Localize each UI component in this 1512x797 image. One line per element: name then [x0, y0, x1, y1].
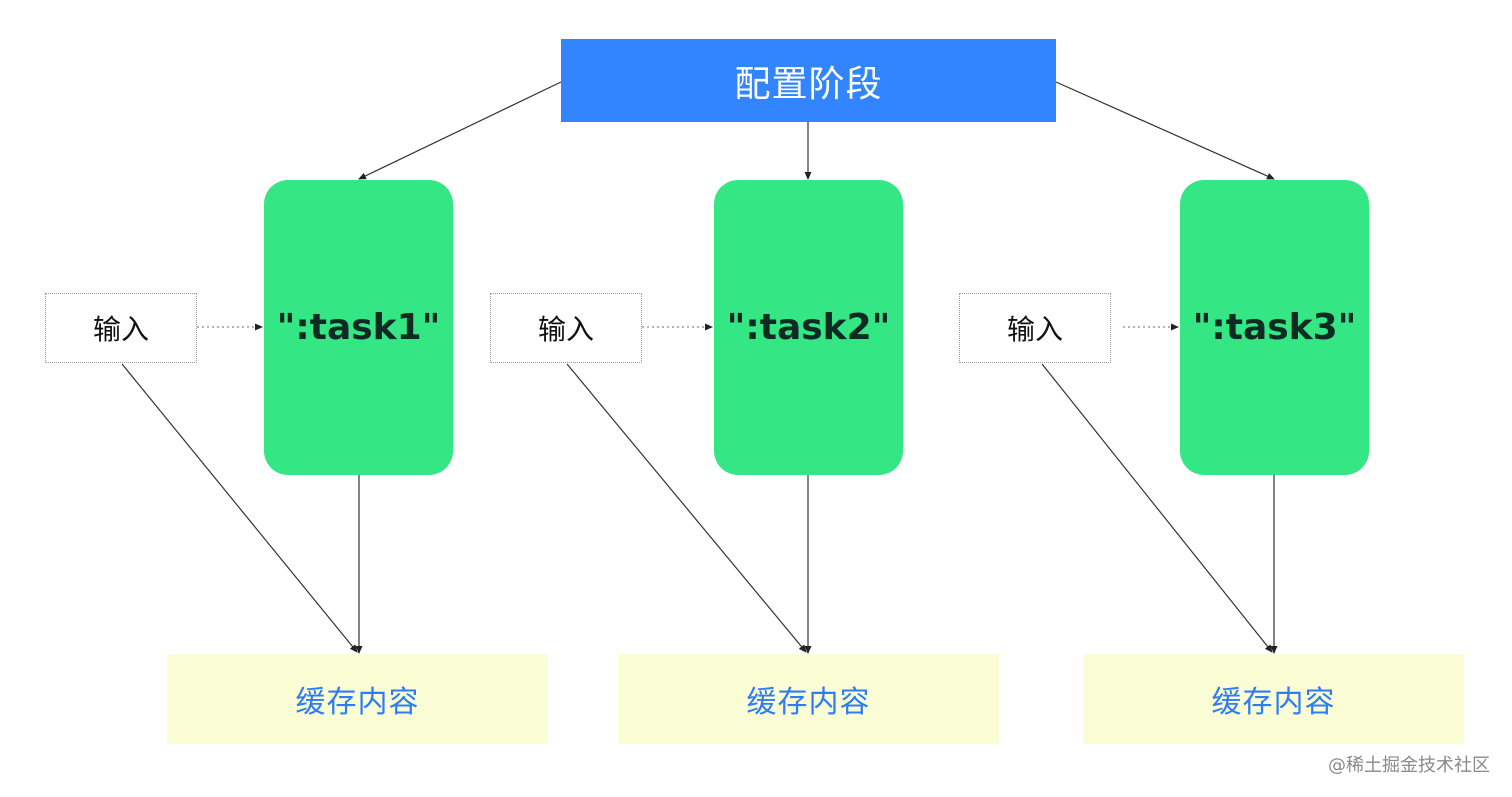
cache-label: 缓存内容	[1211, 685, 1336, 720]
cache-box-2: 缓存内容	[618, 654, 999, 744]
watermark-text: @稀土掘金技术社区	[1328, 755, 1490, 776]
task-label: ":task1"	[276, 307, 441, 348]
arrow-input3-to-cache3	[1041, 363, 1273, 653]
task-box-task3: ":task3"	[1180, 180, 1369, 475]
input-box-3: 输入	[959, 293, 1111, 363]
input-label: 输入	[537, 313, 594, 346]
arrow-config-to-task3	[1055, 81, 1275, 180]
config-phase-label: 配置阶段	[734, 63, 883, 105]
arrow-input2-to-cache2	[566, 363, 807, 653]
cache-label: 缓存内容	[746, 685, 871, 720]
input-label: 输入	[1006, 313, 1063, 346]
arrow-input1-to-cache1	[121, 363, 358, 653]
task-label: ":task2"	[726, 307, 891, 348]
cache-label: 缓存内容	[295, 685, 420, 720]
task-box-task2: ":task2"	[714, 180, 903, 475]
input-label: 输入	[92, 313, 149, 346]
task-box-task1: ":task1"	[264, 180, 453, 475]
config-phase-box: 配置阶段	[561, 39, 1056, 122]
arrow-config-to-task1	[358, 81, 562, 180]
task-label: ":task3"	[1192, 307, 1357, 348]
cache-box-1: 缓存内容	[167, 654, 548, 744]
input-box-2: 输入	[490, 293, 642, 363]
cache-box-3: 缓存内容	[1083, 654, 1464, 744]
input-box-1: 输入	[45, 293, 197, 363]
